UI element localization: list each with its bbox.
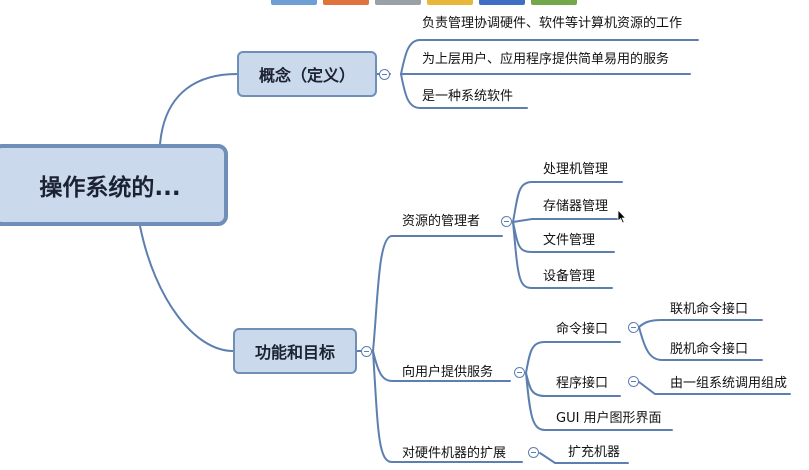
- collapse-toggle-icon[interactable]: [528, 447, 539, 458]
- hardware-extension-label: 对硬件机器的扩展: [402, 446, 507, 461]
- command-interface-label: 命令接口: [556, 322, 609, 337]
- mouse-cursor-icon: [617, 209, 627, 224]
- program-interface-label: 程序接口: [556, 376, 609, 391]
- collapse-toggle-icon[interactable]: [514, 367, 525, 378]
- collapse-toggle-icon[interactable]: [361, 346, 372, 357]
- swatch-yellow[interactable]: [427, 0, 473, 5]
- collapse-toggle-icon[interactable]: [501, 216, 512, 227]
- user-services-label: 向用户提供服务: [402, 365, 494, 380]
- collapse-toggle-icon[interactable]: [628, 376, 639, 387]
- swatch-darkblue[interactable]: [479, 0, 525, 5]
- system-calls-label: 由一组系统调用组成: [670, 376, 788, 391]
- device-management-label: 设备管理: [543, 269, 596, 284]
- resource-manager-label: 资源的管理者: [402, 214, 481, 229]
- concept-item-3: 是一种系统软件: [422, 89, 514, 104]
- swatch-orange[interactable]: [323, 0, 369, 5]
- branch-concept-label: 概念（定义）: [258, 66, 355, 85]
- branch-functions-node[interactable]: 功能和目标: [233, 328, 357, 374]
- collapse-toggle-icon[interactable]: [628, 322, 639, 333]
- gui-interface-label: GUI 用户图形界面: [556, 411, 662, 426]
- root-node[interactable]: 操作系统的...: [0, 144, 228, 226]
- swatch-gray[interactable]: [375, 0, 421, 5]
- swatch-green[interactable]: [531, 0, 577, 5]
- concept-item-1: 负责管理协调硬件、软件等计算机资源的工作: [422, 16, 683, 31]
- concept-item-2: 为上层用户、应用程序提供简单易用的服务: [422, 52, 670, 67]
- root-label: 操作系统的...: [39, 175, 181, 201]
- swatch-blue[interactable]: [271, 0, 317, 5]
- online-command-interface-label: 联机命令接口: [670, 302, 749, 317]
- file-management-label: 文件管理: [543, 233, 596, 248]
- branch-functions-label: 功能和目标: [254, 343, 335, 362]
- extended-machine-label: 扩充机器: [568, 445, 621, 460]
- processor-management-label: 处理机管理: [543, 162, 609, 177]
- offline-command-interface-label: 脱机命令接口: [670, 342, 749, 357]
- memory-management-label: 存储器管理: [543, 199, 609, 214]
- collapse-toggle-icon[interactable]: [379, 69, 390, 80]
- branch-concept-node[interactable]: 概念（定义）: [237, 51, 377, 97]
